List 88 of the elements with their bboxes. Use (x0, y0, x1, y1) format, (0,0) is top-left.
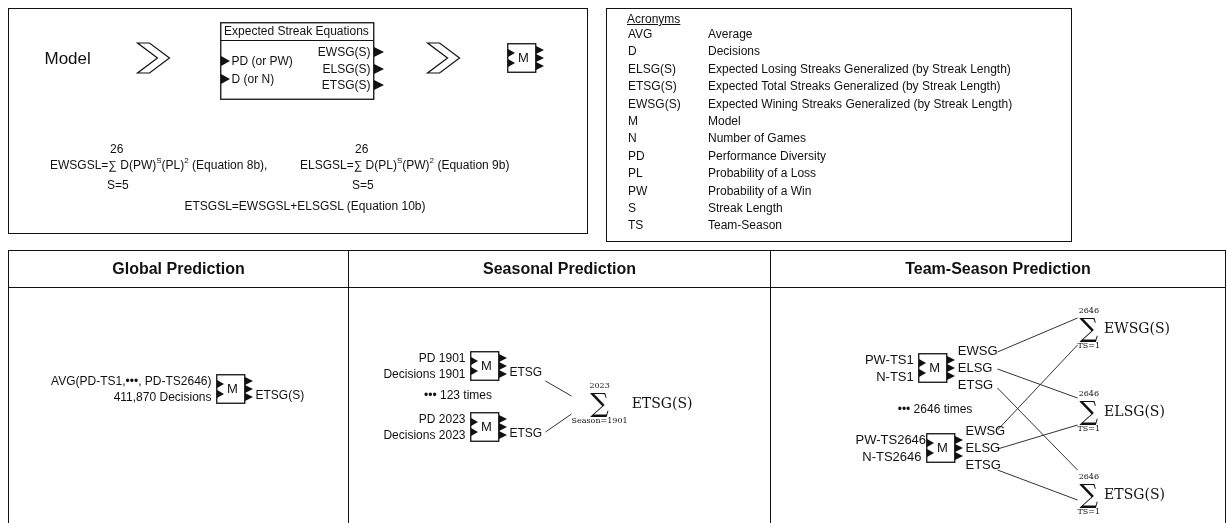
acronym-definition: Decisions (708, 44, 761, 59)
equation-text: ELSGSL=∑ D(PL)$^{S}$(PW)$^{2}$ (Equation 9b) (300, 158, 510, 172)
output-label: ELSG(S) (322, 61, 371, 77)
acronym-term: D (628, 44, 637, 59)
acronym-definition: Probability of a Win (708, 183, 812, 198)
limit-text: 26 (110, 142, 124, 156)
acronym-term: PL (628, 166, 643, 181)
acronym-definition: Expected Wining Streaks Generalized (by Streak Length) (708, 96, 1013, 111)
summation-symbol: ∑ (590, 389, 609, 416)
connector-line (997, 317, 1078, 353)
acronym-term: AVG (628, 27, 653, 41)
output-label: ETSG (509, 363, 543, 380)
output-label: ETSG (509, 424, 543, 441)
acronym-term: M (628, 114, 638, 128)
input-label: N-TS2646 (861, 447, 922, 465)
chevron-arrow (135, 42, 171, 74)
column-header: Team-Season Prediction (771, 251, 1225, 288)
sum-term: ETSG(S) (631, 394, 693, 411)
input-label: PW-TS1 (863, 350, 914, 368)
block-title: Expected Streak Equations (220, 22, 373, 41)
input-label: PD 1901 (417, 349, 466, 366)
input-label: Decisions 2023 (382, 426, 466, 443)
output-label: EWSG(S) (317, 44, 371, 60)
equation-text: EWSGSL=∑ D(PW)$^{S}$(PL)$^{2}$ (Equation 8b), (50, 158, 268, 172)
acronym-definition: Expected Total Streaks Generalized (by Streak Length) (708, 79, 1001, 94)
output-label: ETSG(S) (255, 386, 305, 403)
connector-line (997, 368, 1078, 399)
input-label: AVG(PD-TS1,•••, PD-TS2646) (50, 372, 212, 389)
connector-line (997, 469, 1078, 501)
equation-text: ETSGSL=EWSGSL+ELSGSL (Equation 10b) (184, 199, 426, 213)
repeat-note: ••• 123 times (424, 388, 492, 402)
acronym-definition: Team-Season (708, 218, 783, 233)
input-label: N-TS1 (875, 367, 914, 385)
input-label: PD (or PW) (231, 53, 293, 69)
acronym-term: TS (628, 218, 644, 233)
limit-text: 26 (355, 142, 369, 156)
acronym-definition: Streak Length (708, 201, 783, 215)
connector-line (997, 387, 1078, 471)
acronym-definition: Model (708, 114, 741, 128)
output-label: EWSG (965, 422, 1006, 439)
connector-line (997, 424, 1078, 450)
prediction-column (770, 250, 1226, 523)
panel-heading: Acronyms (627, 12, 681, 26)
output-label: ETSG (957, 376, 995, 393)
connector-line (997, 344, 1078, 431)
acronym-term: PW (628, 183, 648, 198)
limit-text: 2646 (1078, 305, 1099, 315)
acronym-term: PD (628, 148, 645, 163)
output-label: EWSG (957, 342, 998, 359)
acronym-definition: Average (708, 27, 753, 41)
sum-term: ETSG(S) (1104, 485, 1165, 502)
limit-text: 2646 (1078, 388, 1099, 398)
sum-term: EWSG(S) (1104, 319, 1170, 336)
acronym-term: S (628, 201, 636, 215)
acronym-definition: Number of Games (708, 131, 807, 146)
limit-text: 2646 (1078, 471, 1099, 481)
chevron-arrow (425, 42, 461, 74)
acronym-definition: Performance Diversity (708, 148, 827, 163)
limit-text: S=5 (352, 178, 374, 192)
input-label: D (or N) (231, 71, 275, 87)
input-label: 411,870 Decisions (112, 388, 212, 405)
repeat-note: ••• 2646 times (897, 402, 973, 416)
acronym-definition: Probability of a Loss (708, 166, 817, 181)
column-header: Seasonal Prediction (349, 251, 770, 288)
output-label: ELSG (965, 439, 1002, 456)
summation-symbol: ∑ (1079, 397, 1099, 424)
output-label: ELSG (957, 359, 994, 376)
model-label: Model (44, 48, 91, 68)
connector-line (545, 380, 572, 397)
limit-text: S=5 (107, 178, 129, 192)
acronym-definition: Expected Losing Streaks Generalized (by Streak Length) (708, 61, 1011, 76)
acronym-term: N (628, 131, 637, 146)
input-label: Decisions 1901 (382, 365, 466, 382)
summation-symbol: ∑ (1079, 480, 1099, 507)
prediction-column (8, 250, 349, 523)
output-label: ETSG (965, 456, 1002, 473)
acronym-term: ELSG(S) (628, 61, 676, 76)
sum-term: ELSG(S) (1104, 402, 1165, 419)
acronym-term: EWSG(S) (628, 96, 681, 111)
acronym-term: ETSG(S) (628, 79, 677, 94)
summation-symbol: ∑ (1079, 314, 1099, 341)
input-label: PD 2023 (417, 410, 466, 427)
acronyms-panel (606, 8, 1072, 242)
output-label: ETSG(S) (321, 77, 371, 93)
column-header: Global Prediction (9, 251, 348, 288)
limit-text: 2023 (589, 380, 610, 390)
connector-line (545, 413, 572, 433)
model-panel (8, 8, 588, 234)
